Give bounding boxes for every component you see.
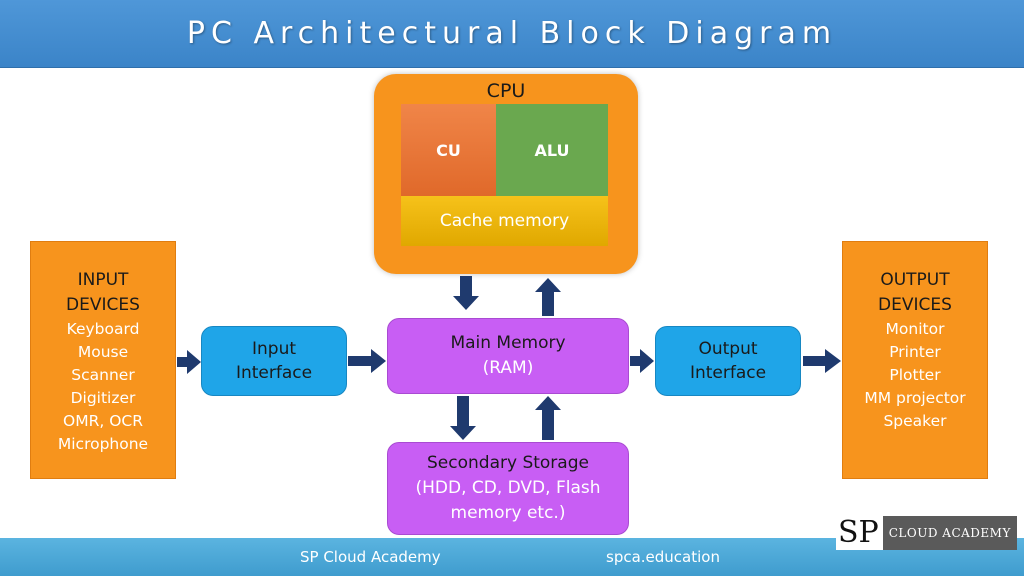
output-devices-heading-2: DEVICES [878, 295, 952, 315]
logo-text: CLOUD ACADEMY [882, 516, 1017, 550]
input-devices-box: INPUT DEVICES Keyboard Mouse Scanner Dig… [30, 241, 176, 479]
input-device-item: OMR, OCR [63, 412, 143, 430]
logo-mark: SP [836, 516, 883, 550]
arrow-secondary-to-memory [535, 396, 561, 440]
secondary-storage-line-2: (HDD, CD, DVD, Flash [415, 478, 601, 498]
title-bar: PC Architectural Block Diagram [0, 0, 1024, 68]
alu-label: ALU [534, 140, 570, 160]
output-interface-line-2: Interface [689, 363, 767, 383]
footer-brand: SP Cloud Academy [300, 548, 441, 566]
main-memory-line-1: Main Memory [450, 333, 566, 353]
secondary-storage-line-3: memory etc.) [450, 503, 566, 523]
output-interface-line-1: Output [698, 339, 758, 359]
input-devices-heading-1: INPUT [77, 270, 129, 290]
output-device-item: Monitor [885, 320, 945, 338]
cpu-label: CPU [486, 80, 526, 102]
arrow-output-interface-to-devices [803, 349, 841, 373]
arrow-input-interface-to-memory [348, 349, 386, 373]
input-device-item: Mouse [77, 343, 129, 361]
secondary-storage-line-1: Secondary Storage [427, 453, 589, 473]
arrow-input-devices-to-interface [177, 350, 201, 374]
cache-memory-label: Cache memory [439, 211, 570, 231]
logo: SP CLOUD ACADEMY [836, 516, 1017, 550]
input-device-item: Scanner [71, 366, 135, 384]
output-devices-heading-1: OUTPUT [880, 270, 950, 290]
cu-label: CU [436, 140, 461, 160]
cpu-block: CPU CU ALU Cache memory [374, 74, 638, 274]
input-interface-box: Input Interface [201, 326, 347, 396]
output-device-item: Printer [889, 343, 941, 361]
main-memory-line-2: (RAM) [482, 358, 534, 378]
alu-block: ALU [496, 104, 608, 196]
arrow-memory-to-secondary [450, 396, 476, 440]
input-devices-heading-2: DEVICES [66, 295, 140, 315]
output-device-item: MM projector [864, 389, 966, 407]
footer-website: spca.education [606, 548, 720, 566]
input-device-item: Microphone [57, 435, 149, 453]
arrow-memory-to-output-interface [630, 349, 654, 373]
main-memory-box: Main Memory (RAM) [387, 318, 629, 394]
output-device-item: Plotter [889, 366, 941, 384]
output-device-item: Speaker [883, 412, 947, 430]
output-interface-box: Output Interface [655, 326, 801, 396]
output-devices-box: OUTPUT DEVICES Monitor Printer Plotter M… [842, 241, 988, 479]
input-interface-line-2: Interface [235, 363, 313, 383]
input-device-item: Digitizer [70, 389, 136, 407]
arrow-cpu-to-memory [453, 276, 479, 310]
cu-block: CU [401, 104, 496, 196]
arrow-memory-to-cpu [535, 278, 561, 316]
input-interface-line-1: Input [251, 339, 297, 359]
cache-memory-block: Cache memory [401, 196, 608, 246]
input-device-item: Keyboard [66, 320, 140, 338]
page-title: PC Architectural Block Diagram [186, 16, 838, 51]
secondary-storage-box: Secondary Storage (HDD, CD, DVD, Flash m… [387, 442, 629, 535]
